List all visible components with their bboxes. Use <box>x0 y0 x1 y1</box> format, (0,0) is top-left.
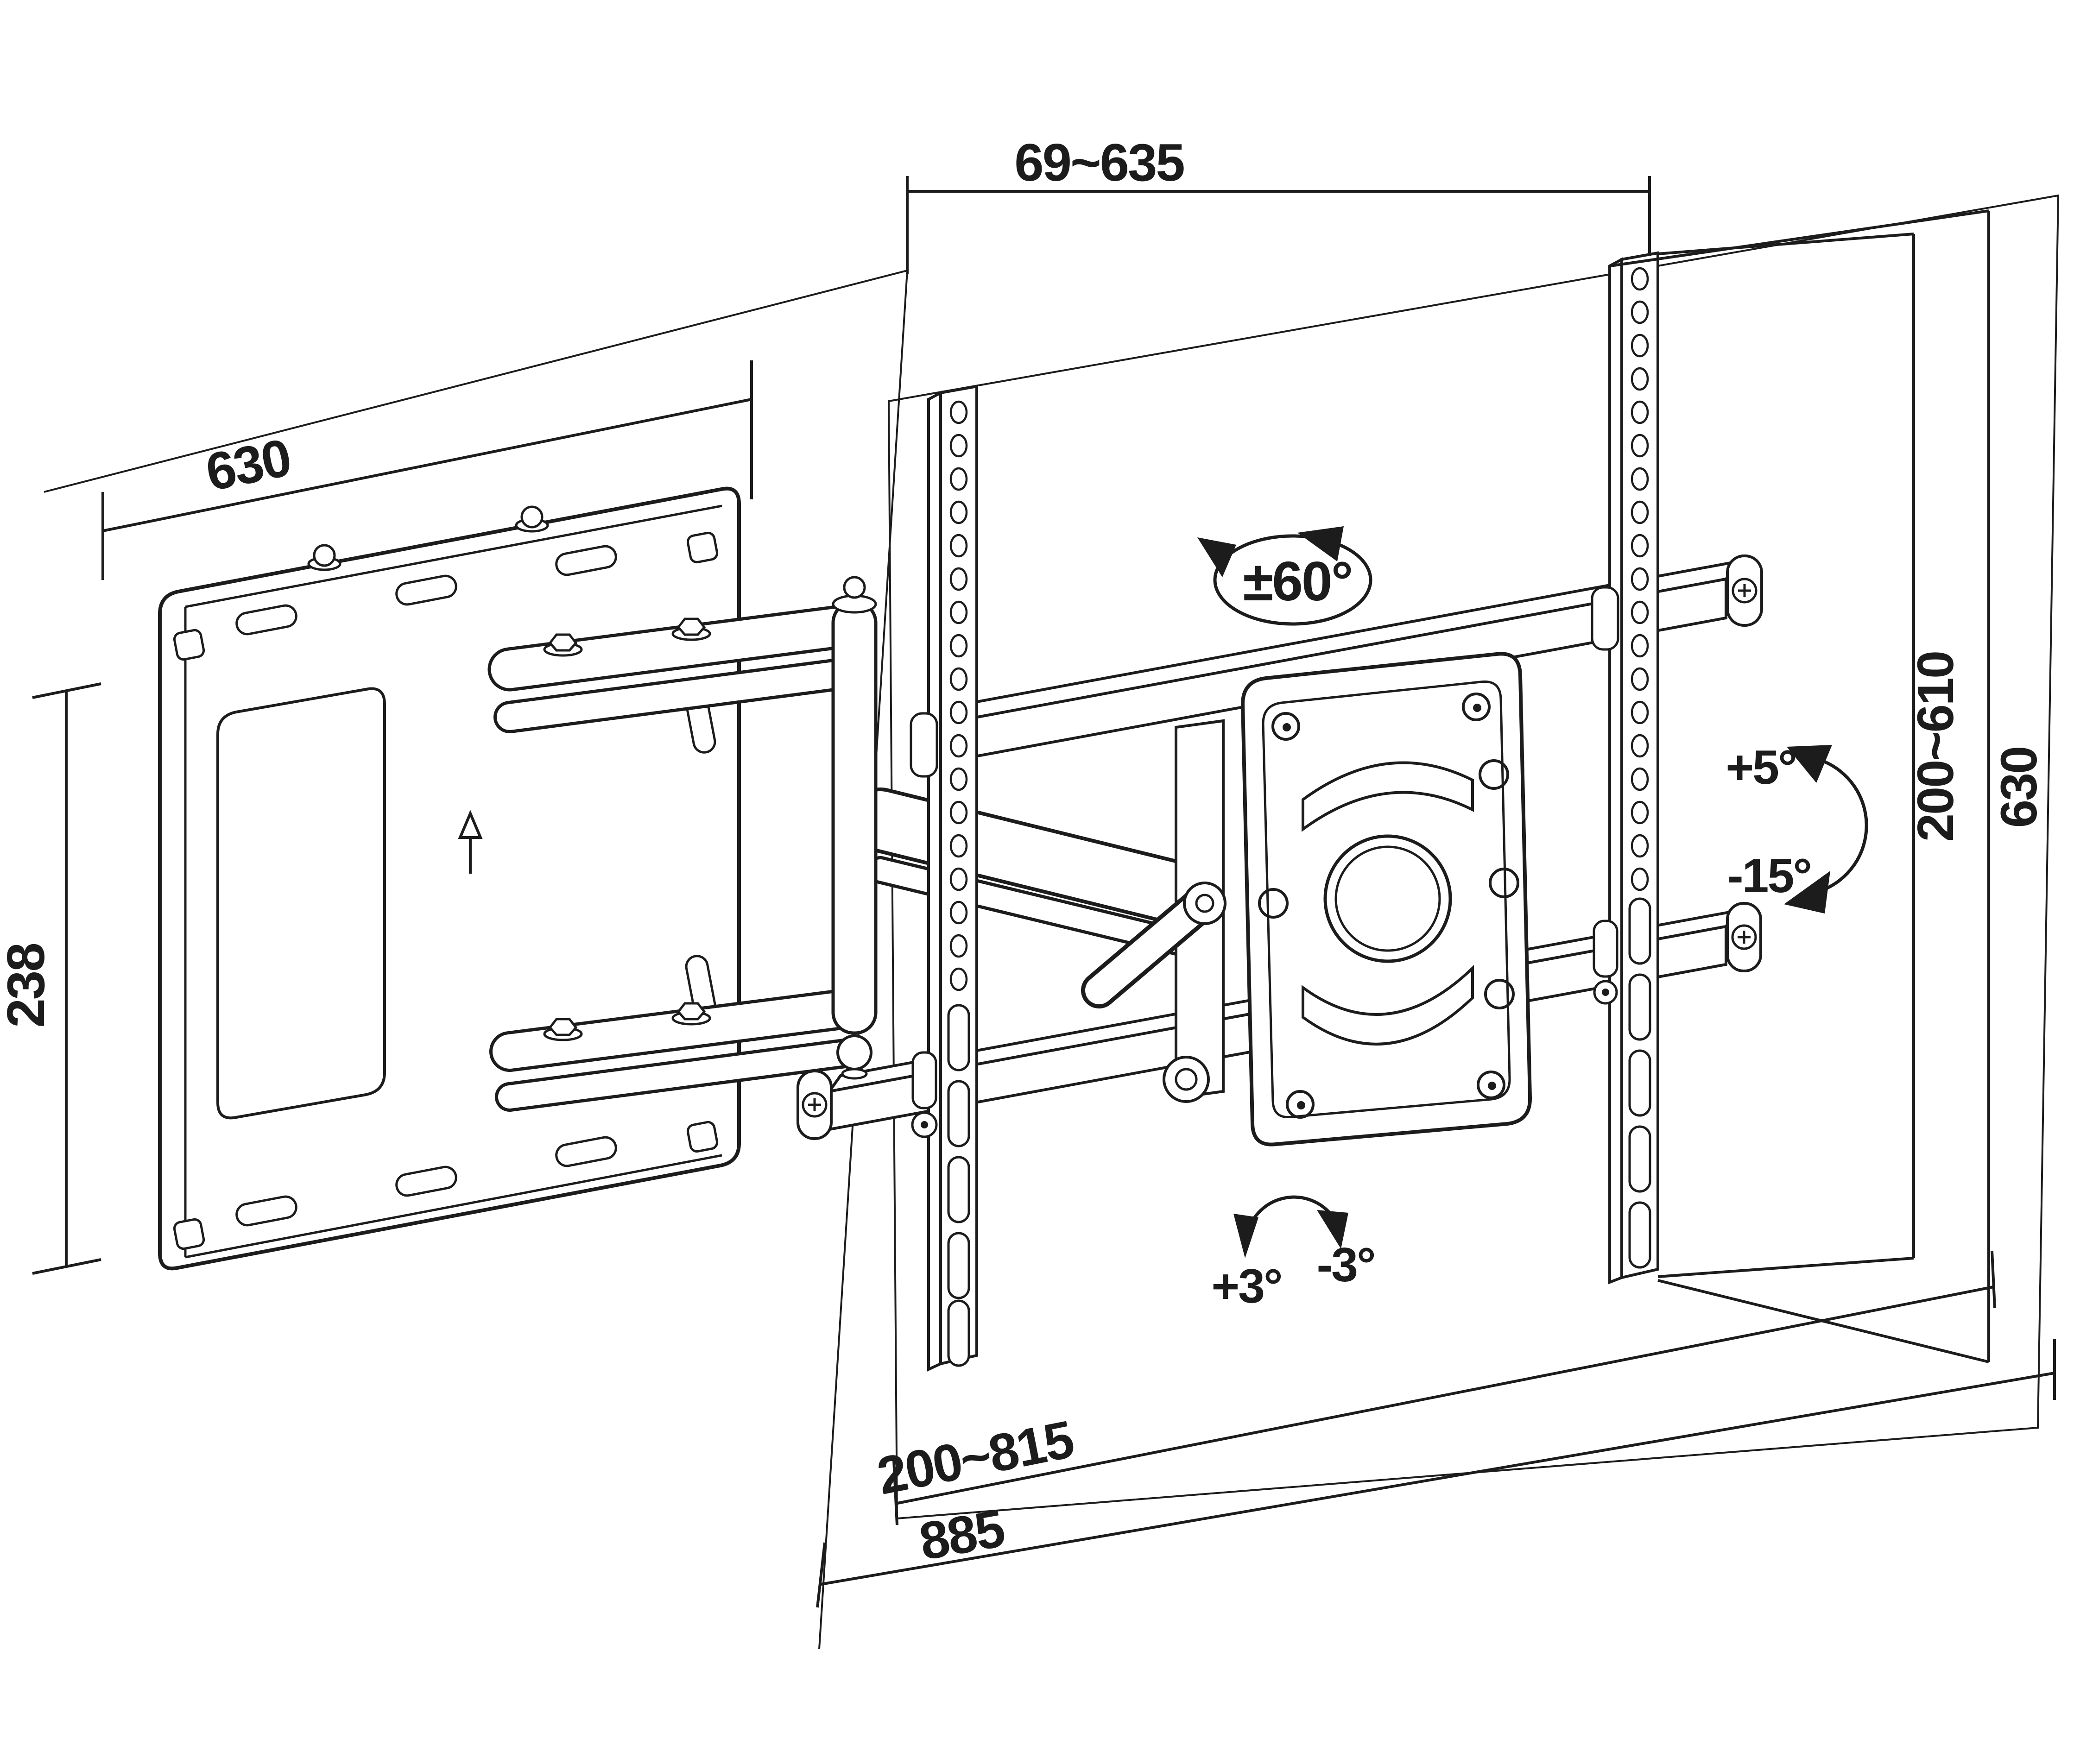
label-roll-cw: +3° <box>1211 1260 1281 1313</box>
rail-bottom-latch <box>1593 920 1618 978</box>
pivot-foot <box>836 1034 872 1071</box>
vesa-center-opening <box>1323 834 1452 963</box>
vesa-adapter-plate <box>1081 652 1532 1147</box>
phillips-screw-icon <box>803 1093 826 1116</box>
vesa-holes <box>1258 759 1519 1009</box>
wall-plate-flange-lines <box>184 504 722 1259</box>
vesa-curved-slot-top <box>1302 761 1474 832</box>
dimension-wall-plate-height <box>32 682 101 1275</box>
phillips-screw-icon <box>1733 579 1756 602</box>
dimension-lines <box>32 176 2056 1608</box>
roll-arrow-left-icon <box>1233 1214 1258 1258</box>
label-tilt-up: +5° <box>1726 741 1796 794</box>
dimension-crossbar-adjust-range <box>892 1250 1996 1525</box>
label-wall-plate-width: 630 <box>201 428 295 502</box>
dimension-extension-depth <box>906 176 1651 274</box>
vesa-plate-inner-border <box>1262 680 1511 1119</box>
right-bracket-rail <box>1591 251 1659 1285</box>
label-crossbar-adjust-range: 200~815 <box>872 1410 1078 1506</box>
rail-top-hook <box>1591 586 1619 651</box>
swivel-annotation <box>1197 526 1372 626</box>
rail-slots <box>1630 899 1650 1267</box>
label-vesa-height-range: 200~610 <box>1907 652 1964 842</box>
extension-arm <box>848 788 1223 959</box>
wall-plate <box>158 486 741 1271</box>
wall-plate-cutout <box>216 687 386 1120</box>
tilt-arrow-up-icon <box>1787 745 1832 783</box>
dimension-crossbar-total-width <box>816 1339 2056 1608</box>
roll-arrow-right-icon <box>1317 1210 1348 1249</box>
tv-screen-outline <box>887 194 2060 1520</box>
dimension-vesa-height-range <box>1657 233 1915 1278</box>
label-roll-ccw: -3° <box>1316 1238 1374 1292</box>
pivot-column <box>831 576 878 1080</box>
upper-articulating-arm <box>487 603 874 733</box>
rail-slots <box>948 1005 969 1366</box>
phillips-screw-icon <box>1732 926 1756 949</box>
angle-labels: ±60° +5° -15° +3° -3° <box>1211 550 1812 1313</box>
label-crossbar-total-width: 885 <box>915 1499 1008 1572</box>
up-arrow-icon <box>458 810 483 874</box>
vesa-curved-slot-bottom <box>1302 964 1474 1046</box>
label-rail-length: 630 <box>1991 747 2048 828</box>
label-tilt-down: -15° <box>1727 849 1811 903</box>
swivel-arrow-arc <box>1213 534 1372 626</box>
roll-annotation <box>1233 1195 1348 1258</box>
label-wall-plate-height: 238 <box>0 944 56 1027</box>
rail-bottom-latch <box>911 1051 937 1109</box>
tilt-arrow-down-icon <box>1784 871 1830 914</box>
dimension-wall-plate-width <box>101 360 753 580</box>
rail-top-hook <box>910 712 938 778</box>
roll-arrow-arc <box>1245 1195 1334 1234</box>
left-bracket-rail <box>910 384 978 1372</box>
label-extension-depth: 69~635 <box>1014 133 1184 192</box>
swivel-arrow-right-icon <box>1297 526 1344 561</box>
wall-plate-face <box>158 486 741 1271</box>
pivot-cap-bolt <box>843 576 866 599</box>
label-swivel: ±60° <box>1243 550 1352 612</box>
swivel-arrow-left-icon <box>1197 537 1236 577</box>
tilt-arrow-arc <box>1821 759 1868 892</box>
lower-articulating-arm <box>489 988 872 1112</box>
tilt-annotation <box>1784 745 1868 914</box>
